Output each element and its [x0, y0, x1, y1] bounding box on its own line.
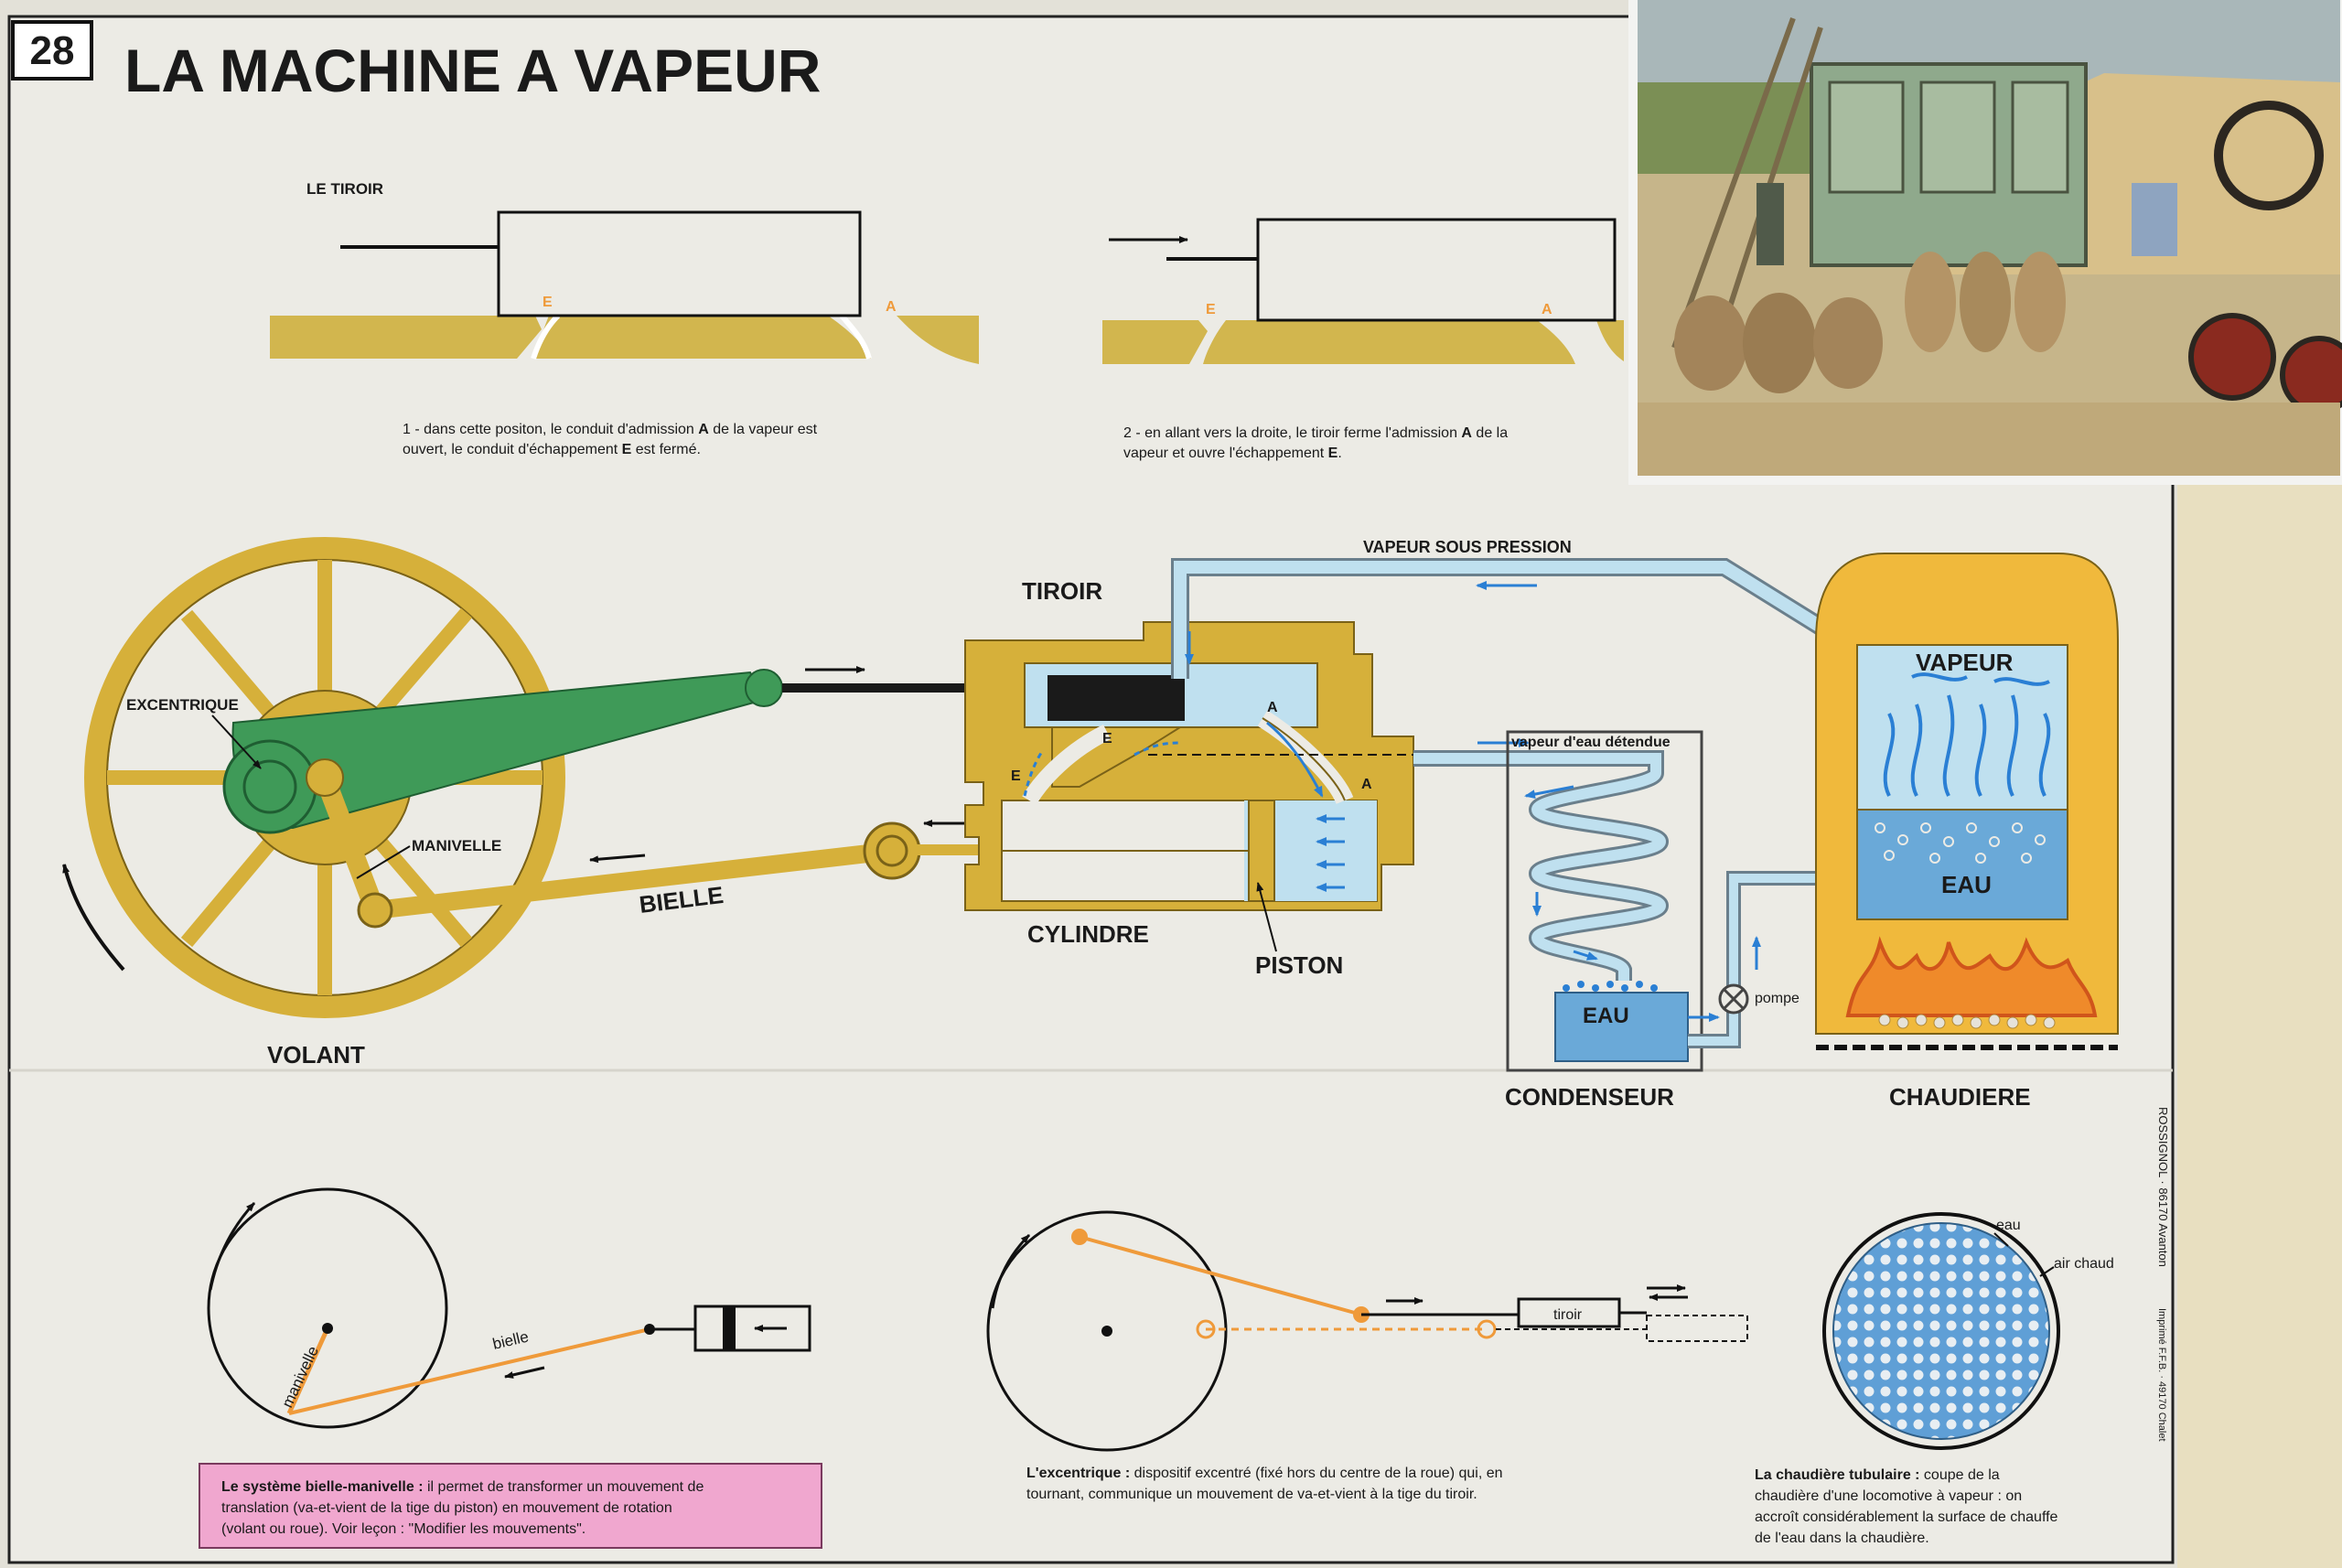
caption-2-line-1: 2 - en allant vers la droite, le tiroir … — [1123, 425, 1508, 441]
caption-chaudiere-line-3: accroît considérablement la surface de c… — [1755, 1509, 2058, 1525]
label-pompe: pompe — [1755, 991, 1799, 1006]
caption-chaudiere-line-4: de l'eau dans la chaudière. — [1755, 1530, 1929, 1546]
slide-valve-position-2: E A — [1102, 218, 1624, 364]
label-eau-small: eau — [1996, 1218, 2021, 1233]
label-tiroir: TIROIR — [1022, 577, 1102, 605]
label-manivelle: MANIVELLE — [412, 837, 501, 854]
label-a-main: A — [1267, 700, 1278, 715]
publisher-credit: ROSSIGNOL · 86170 Avanton — [2156, 1107, 2170, 1267]
label-volant: VOLANT — [267, 1041, 365, 1069]
bielle-arrow — [589, 854, 646, 864]
caption-1-line-2: ouvert, le conduit d'échappement E est f… — [403, 442, 701, 457]
label-excentrique: EXCENTRIQUE — [126, 696, 239, 714]
label-chaudiere: CHAUDIERE — [1889, 1083, 2031, 1111]
excentrique-diagram — [986, 1210, 1748, 1452]
label-eau-condenseur: EAU — [1583, 1004, 1629, 1028]
return-pipe — [1688, 871, 1857, 1048]
printer-credit: Imprimé F.F.B. · 49170 Chalet — [2156, 1308, 2167, 1442]
label-e-main: E — [1102, 731, 1112, 746]
label-a-1: A — [886, 299, 897, 315]
slide-valve-title: LE TIROIR — [306, 180, 383, 198]
condenser — [1506, 730, 1703, 1072]
bielle-manivelle-diagram — [207, 1187, 811, 1429]
caption-chaudiere-line-2: chaudière d'une locomotive à vapeur : on — [1755, 1488, 2022, 1504]
steam-pipe — [1171, 558, 1863, 679]
label-a-main-2: A — [1361, 777, 1372, 792]
tubular-boiler-section — [1822, 1212, 2060, 1450]
exhaust-pipe — [1413, 738, 1670, 981]
label-tiroir-small: tiroir — [1553, 1307, 1583, 1323]
label-vapeur-sous-pression: VAPEUR SOUS PRESSION — [1363, 538, 1572, 556]
label-piston: PISTON — [1255, 951, 1343, 979]
poster-title: LA MACHINE A VAPEUR — [124, 37, 821, 104]
caption-excentrique-line-2: tournant, communique un mouvement de va-… — [1026, 1487, 1477, 1502]
label-e-main-2: E — [1011, 768, 1021, 784]
label-condenseur: CONDENSEUR — [1505, 1083, 1674, 1111]
rotation-arrow — [62, 864, 125, 972]
label-cylindre: CYLINDRE — [1027, 920, 1149, 948]
eccentric-rod — [222, 669, 1047, 834]
label-a-2: A — [1542, 302, 1552, 317]
caption-2-line-2: vapeur et ouvre l'échappement E. — [1123, 446, 1342, 461]
bielle-caption-box — [199, 1463, 822, 1549]
poster-number-box — [11, 20, 93, 81]
caption-excentrique-line-1: L'excentrique : dispositif excentré (fix… — [1026, 1466, 1503, 1481]
cylinder-block — [964, 621, 1414, 911]
label-e-1: E — [543, 295, 553, 310]
caption-bielle-line-1: Le système bielle-manivelle : il permet … — [221, 1479, 704, 1495]
caption-bielle-line-2: translation (va-et-vient de la tige du p… — [221, 1500, 672, 1516]
caption-bielle-line-3: (volant ou roue). Voir leçon : "Modifier… — [221, 1521, 586, 1537]
slide-valve-position-1: E A — [270, 210, 979, 364]
caption-chaudiere-line-1: La chaudière tubulaire : coupe de la — [1755, 1467, 2000, 1483]
label-eau-chaudiere: EAU — [1941, 871, 1992, 898]
label-e-2: E — [1206, 302, 1216, 317]
label-air-chaud: air chaud — [2054, 1256, 2114, 1272]
threshing-photo — [1628, 0, 2342, 485]
wall-right — [2177, 421, 2342, 1568]
caption-1-line-1: 1 - dans cette positon, le conduit d'adm… — [403, 422, 818, 437]
label-vapeur-detendue: vapeur d'eau détendue — [1511, 735, 1671, 750]
poster-number: 28 — [30, 28, 75, 73]
boiler — [1815, 553, 2119, 1050]
label-vapeur-chaudiere: VAPEUR — [1916, 649, 2014, 676]
